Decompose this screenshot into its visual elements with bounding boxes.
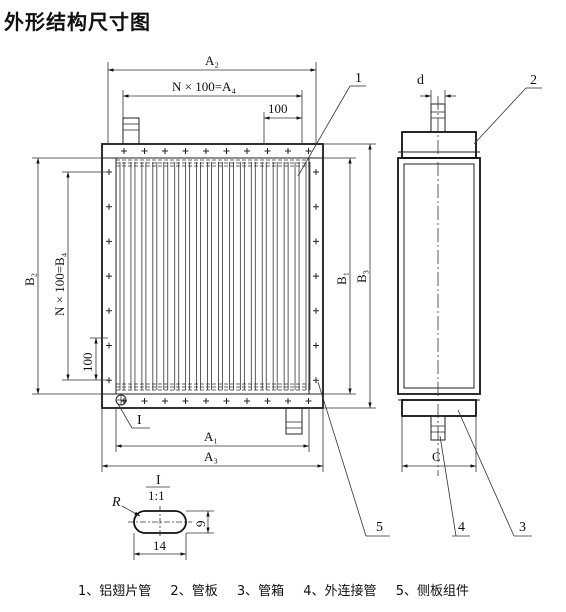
- fin-tubes: [116, 159, 311, 391]
- bolt-mark: [313, 342, 319, 349]
- bottom-header: [101, 393, 324, 409]
- legend-item-4: 4、外连接管: [303, 584, 377, 599]
- bolt-mark: [285, 398, 291, 404]
- bolt-mark: [106, 273, 112, 280]
- bolt-mark: [162, 148, 168, 154]
- detail-view: I 1:1 R 9 14: [111, 473, 214, 560]
- bolt-mark: [264, 398, 271, 404]
- detail-marker: I: [137, 413, 142, 428]
- detail-height: 9: [193, 521, 208, 528]
- bolt-mark: [313, 238, 319, 245]
- dim-d: d: [417, 73, 424, 88]
- bolt-mark: [244, 398, 250, 404]
- bolt-mark: [106, 203, 112, 210]
- bolt-mark: [141, 148, 148, 154]
- callout-4: 4: [458, 520, 465, 535]
- bolt-mark: [313, 307, 319, 314]
- bolt-mark: [223, 398, 230, 404]
- side-view: d C 2 3 4: [397, 73, 542, 537]
- detail-radius: R: [111, 495, 121, 510]
- dim-pitch-v: N × 100=B₄: [52, 252, 67, 316]
- bolt-mark: [313, 203, 319, 210]
- bolt-mark: [121, 148, 127, 154]
- bolt-mark: [285, 148, 291, 154]
- bolt-mark: [141, 398, 148, 404]
- callout-5: 5: [376, 520, 383, 535]
- front-dimensions: A₂ N × 100=A₄ 100 B₂ N × 100=B₄ 100 B₁ B: [22, 53, 390, 537]
- callout-2: 2: [530, 73, 537, 88]
- bolt-mark: [305, 148, 312, 154]
- bolt-mark: [313, 377, 319, 384]
- bolt-mark: [244, 148, 250, 154]
- detail-label: I: [156, 473, 161, 488]
- dim-c: C: [432, 449, 441, 464]
- bolt-mark: [203, 398, 209, 404]
- bolt-mark: [182, 148, 189, 154]
- bolt-mark: [106, 307, 112, 314]
- bolt-marks: [106, 148, 319, 404]
- bolt-mark: [223, 148, 230, 154]
- top-connection-pipe: [122, 117, 140, 145]
- legend-item-3: 3、管箱: [236, 584, 285, 599]
- bolt-mark: [106, 238, 112, 245]
- front-view: [101, 117, 324, 435]
- bolt-mark: [106, 342, 112, 349]
- detail-width: 14: [153, 538, 167, 553]
- legend-item-5: 5、侧板组件: [395, 584, 469, 599]
- bolt-mark: [305, 398, 312, 404]
- parts-legend: 1、铝翅片管 2、管板 3、管箱 4、外连接管 5、侧板组件: [78, 580, 484, 599]
- legend-item-1: 1、铝翅片管: [78, 584, 152, 599]
- dim-a2: A₂: [205, 53, 219, 68]
- callout-3: 3: [519, 520, 526, 535]
- bolt-mark: [182, 398, 189, 404]
- bottom-connection-pipe: [285, 407, 303, 435]
- bolt-mark: [313, 273, 319, 280]
- top-header: [101, 143, 324, 159]
- side-body: [397, 157, 481, 395]
- dim-100-left: 100: [80, 353, 95, 373]
- callout-1: 1: [355, 71, 362, 86]
- dim-100-top: 100: [268, 101, 288, 116]
- detail-scale: 1:1: [148, 488, 165, 503]
- bolt-mark: [203, 148, 209, 154]
- bolt-mark: [162, 398, 168, 404]
- dim-b3: B₃: [354, 270, 369, 283]
- dim-a1: A₁: [204, 429, 218, 444]
- side-bottom-header: [401, 399, 477, 417]
- bolt-mark: [264, 148, 271, 154]
- legend-item-2: 2、管板: [170, 584, 218, 599]
- dim-pitch-h: N × 100=A₄: [172, 79, 236, 94]
- dim-a3: A₃: [204, 449, 218, 464]
- bolt-mark: [313, 169, 319, 175]
- dim-b2: B₂: [22, 273, 37, 286]
- dim-b1: B₁: [334, 272, 349, 285]
- drawing-title: 外形结构尺寸图: [4, 10, 151, 34]
- side-top-header: [401, 131, 477, 159]
